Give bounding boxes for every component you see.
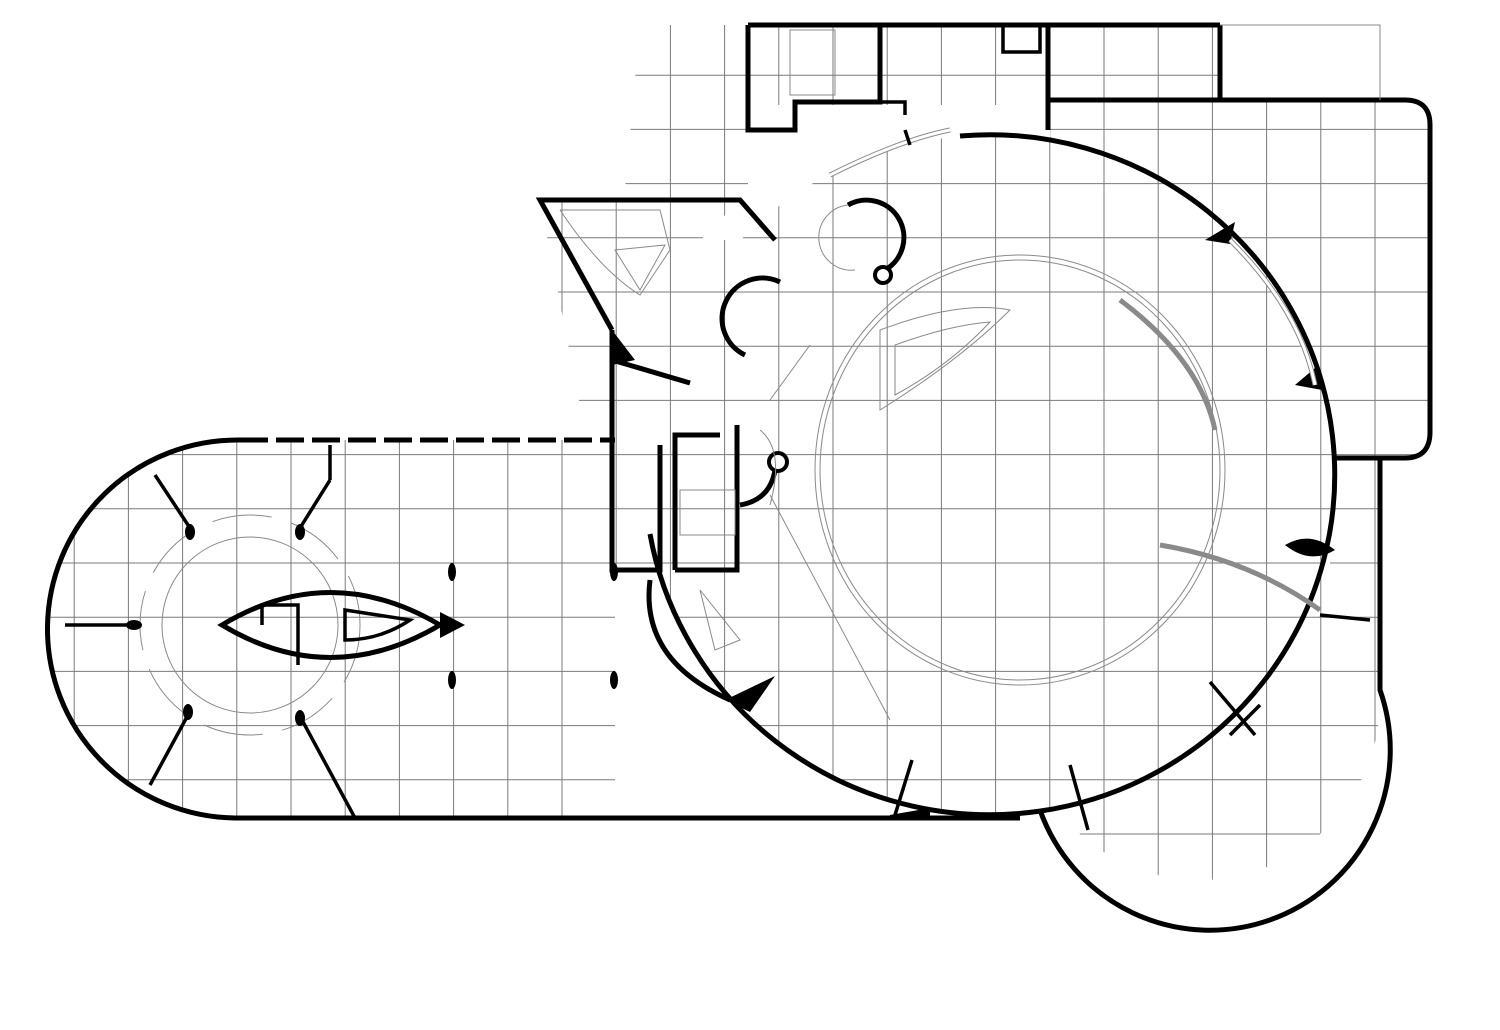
main-rotunda xyxy=(646,127,1371,831)
radial-partitions xyxy=(65,445,357,819)
east-block xyxy=(1037,97,1433,933)
west-wing xyxy=(45,437,1020,821)
stair-lobby xyxy=(535,197,891,721)
atrium-ring xyxy=(819,259,1221,681)
columns xyxy=(126,524,618,726)
rotunda-ring xyxy=(161,536,339,714)
skylight xyxy=(879,307,1012,411)
lens-stair-core xyxy=(217,590,465,665)
service-block xyxy=(745,22,1381,146)
fins xyxy=(893,613,1371,831)
